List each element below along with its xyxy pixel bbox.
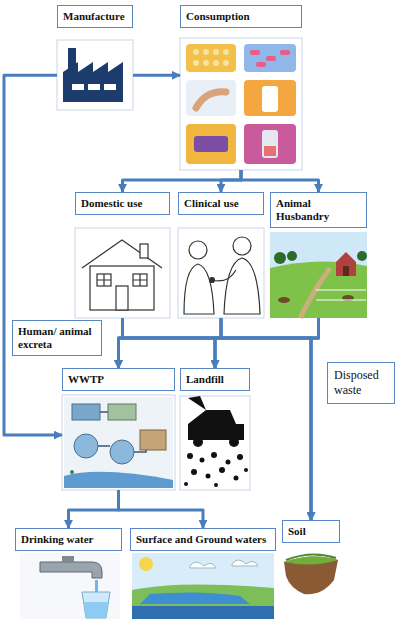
flow-arrow xyxy=(221,170,241,192)
node-label: Disposed waste xyxy=(334,368,379,397)
node-label: Clinical use xyxy=(184,197,239,209)
flow-arrow xyxy=(4,75,62,435)
title-frame: Disposed waste xyxy=(327,362,395,404)
flow-arrow xyxy=(241,170,319,192)
flow-arrow xyxy=(119,318,319,368)
flow-arrow xyxy=(133,74,180,77)
title-frame: WWTP xyxy=(62,368,175,391)
factory-icon xyxy=(63,48,123,102)
stage-box: Manufacture xyxy=(57,5,133,110)
title-frame: Manufacture xyxy=(57,5,133,28)
title-frame: Landfill xyxy=(180,368,250,391)
flow-arrow xyxy=(123,318,216,368)
use-box: Clinical use xyxy=(178,192,264,318)
title-frame: Clinical use xyxy=(178,192,264,215)
stage-box: Consumption xyxy=(180,5,302,170)
node-label: Soil xyxy=(288,525,306,537)
node-label: Domestic use xyxy=(81,197,142,209)
node-label: WWTP xyxy=(68,373,104,385)
title-frame: Drinking water xyxy=(15,528,122,551)
node-label: Human/ animal excreta xyxy=(18,325,92,350)
note-box: Human/ animal excreta xyxy=(12,320,102,356)
use-box: Animal Husbandry xyxy=(270,192,367,318)
use-box: Domestic use xyxy=(75,192,170,318)
flow-arrow xyxy=(119,490,204,528)
sink-box: WWTP xyxy=(62,368,175,490)
receptor-box: Surface and Ground waters xyxy=(130,528,276,620)
node-label: Consumption xyxy=(186,10,250,22)
sink-box: Landfill xyxy=(180,368,250,490)
flow-arrow xyxy=(123,318,312,520)
clinic-icon xyxy=(184,237,260,314)
title-frame: Consumption xyxy=(180,5,302,28)
flow-arrow xyxy=(221,318,311,520)
flow-arrow xyxy=(69,490,119,528)
soil-icon xyxy=(284,554,338,594)
flow-arrow xyxy=(119,318,222,368)
receptor-box: Soil xyxy=(282,520,340,600)
landfill-icon xyxy=(184,396,248,487)
flow-arrow xyxy=(123,170,242,192)
node-label: Drinking water xyxy=(21,533,93,545)
note-box: Disposed waste xyxy=(327,362,395,404)
medicine-icons xyxy=(186,44,296,164)
title-frame: Soil xyxy=(282,520,340,543)
node-label: Surface and Ground waters xyxy=(136,533,266,545)
receptor-box: Drinking water xyxy=(15,528,122,620)
tap-and-glass-icon xyxy=(20,553,120,619)
water-cycle-icon xyxy=(132,553,274,619)
wwtp-icon xyxy=(64,397,173,488)
title-frame: Animal Husbandry xyxy=(270,192,367,228)
house-icon xyxy=(82,240,162,310)
farm-icon xyxy=(270,232,367,318)
title-frame: Domestic use xyxy=(75,192,170,215)
flow-arrow xyxy=(215,318,319,368)
flow-arrow xyxy=(311,318,319,520)
title-frame: Surface and Ground waters xyxy=(130,528,276,551)
node-label: Manufacture xyxy=(63,10,125,22)
node-label: Animal Husbandry xyxy=(276,197,329,222)
node-label: Landfill xyxy=(186,373,224,385)
title-frame: Human/ animal excreta xyxy=(12,320,102,356)
